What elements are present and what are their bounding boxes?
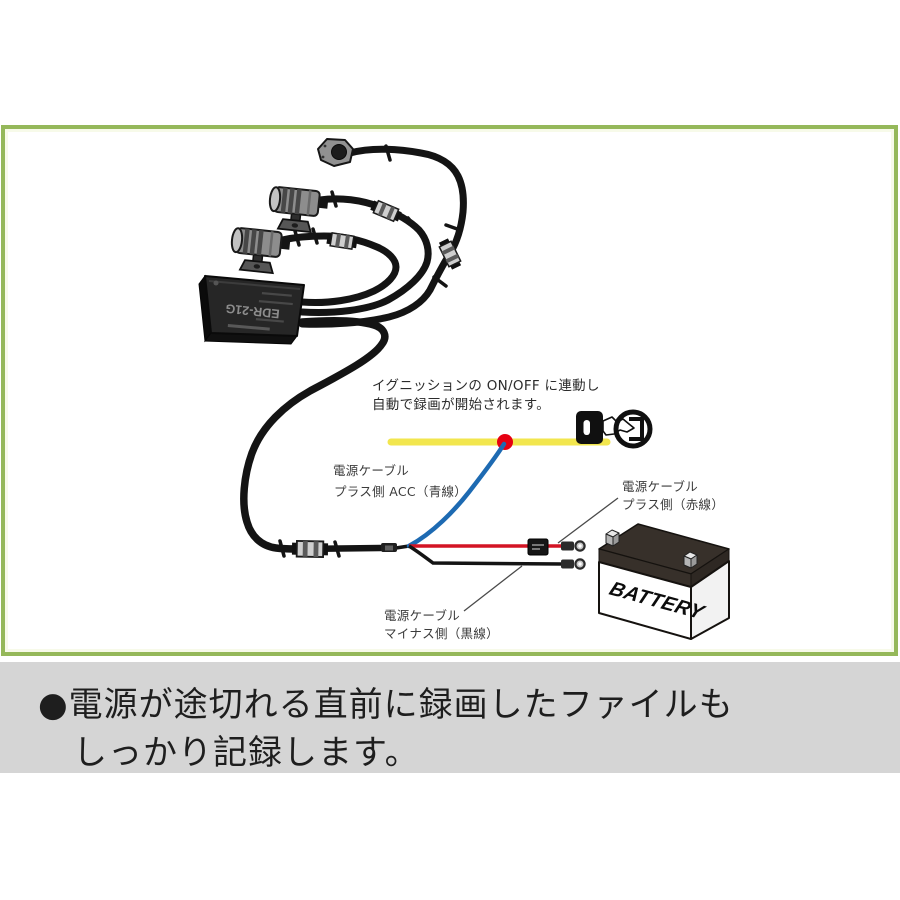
caption-line2: しっかり記録します。 (73, 733, 420, 773)
plus-ring-terminal (561, 540, 586, 552)
battery: BATTERY (598, 523, 730, 640)
ignition-note-line1: イグニッションの ON/OFF に連動し (372, 378, 600, 394)
minus-ring-terminal (561, 558, 586, 570)
minus-label-line1: 電源ケーブル (384, 608, 461, 623)
acc-label-line2: プラス側 ACC（青線） (334, 484, 468, 499)
ignition-note-line2: 自動で録画が開始されます。 (372, 397, 551, 413)
switch-button (331, 144, 347, 160)
unit-model-label: EDR-21G (225, 301, 280, 321)
caption-text: ●電源が途切れる直前に録画したファイルも しっかり記録します。 (38, 681, 734, 777)
plus-label-line1: 電源ケーブル (622, 479, 699, 494)
rear-camera (227, 226, 293, 276)
front-camera (265, 185, 331, 235)
battery-terminal-right (683, 551, 698, 569)
cable-ties (278, 144, 462, 558)
ignition-key-icon (576, 409, 653, 449)
rear-camera-cable (278, 232, 400, 306)
acc-label-line1: 電源ケーブル (333, 463, 410, 478)
caption-line1: ●電源が途切れる直前に録画したファイルも (38, 685, 734, 725)
switch-pod (317, 138, 354, 167)
fuse-holder (527, 538, 549, 556)
diagram-panel (1, 125, 898, 656)
switch-cable (298, 145, 467, 328)
acc-wire-blue (406, 441, 507, 549)
minus-label-line2: マイナス側（黒線） (384, 626, 499, 641)
plus-label-line2: プラス側（赤線） (622, 497, 725, 512)
minus-wire-black (408, 544, 564, 566)
caption-band: ●電源が途切れる直前に録画したファイルも しっかり記録します。 (0, 662, 900, 773)
battery-terminal-left (605, 529, 620, 547)
wire-ferrule (381, 543, 397, 552)
leader-lines (463, 497, 619, 612)
power-cable (240, 317, 389, 553)
recorder-unit: EDR-21G (198, 274, 305, 345)
